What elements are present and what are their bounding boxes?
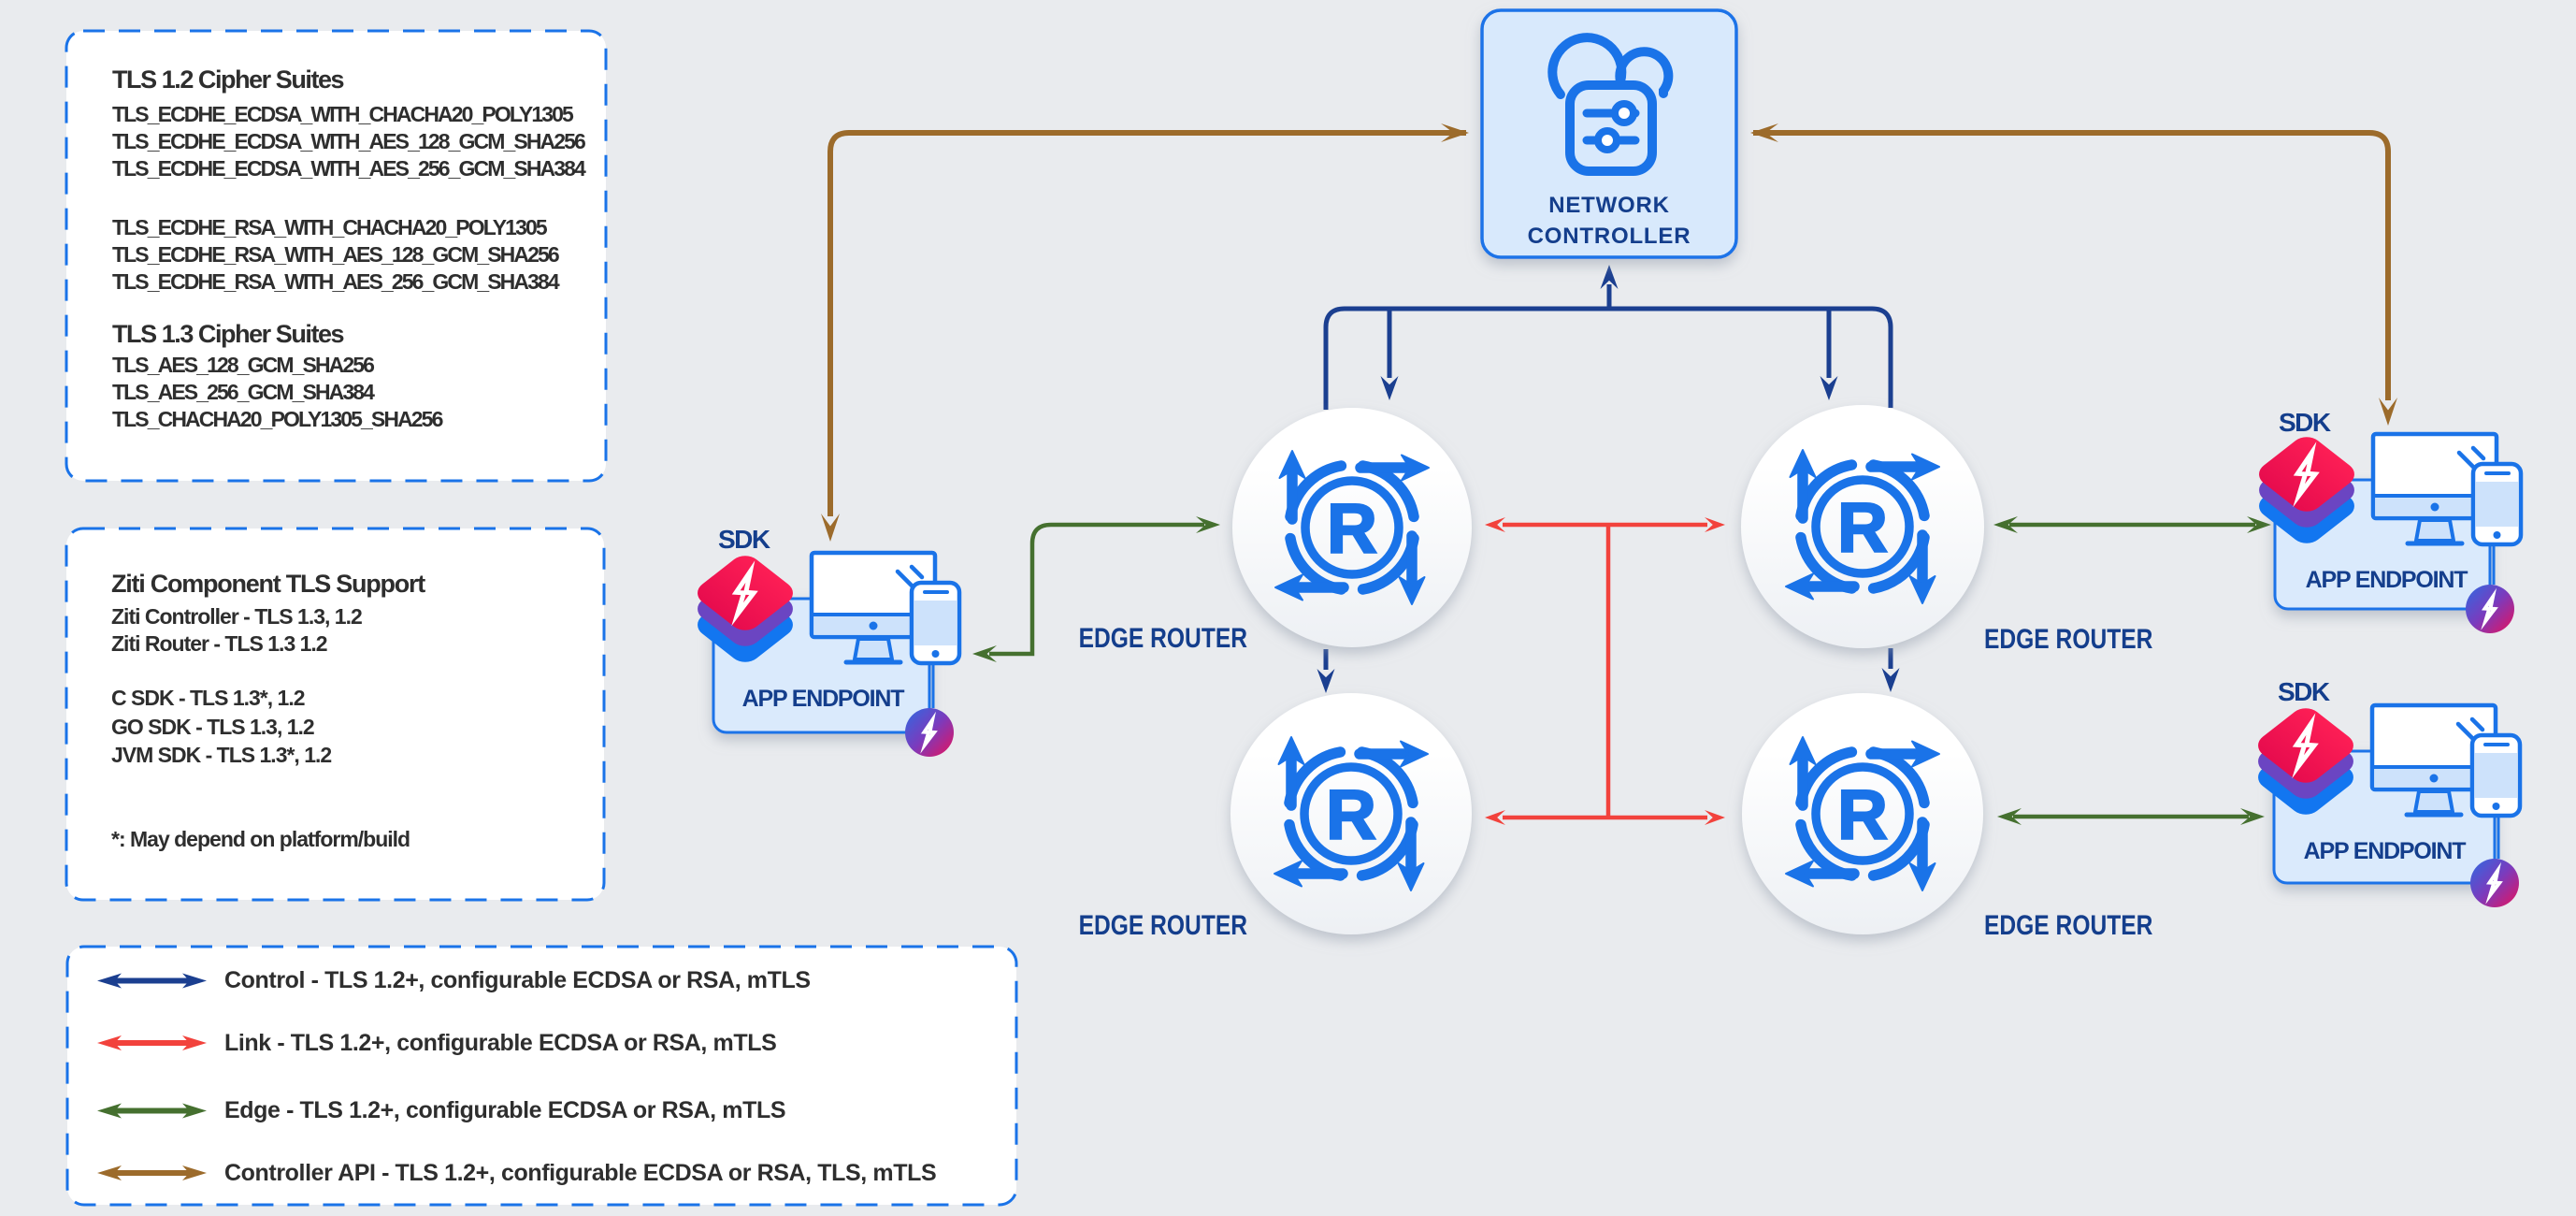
svg-text:R: R — [1837, 776, 1887, 854]
svg-text:R: R — [1327, 490, 1376, 568]
svg-text:R: R — [1837, 489, 1887, 567]
svg-text:R: R — [1326, 776, 1375, 854]
